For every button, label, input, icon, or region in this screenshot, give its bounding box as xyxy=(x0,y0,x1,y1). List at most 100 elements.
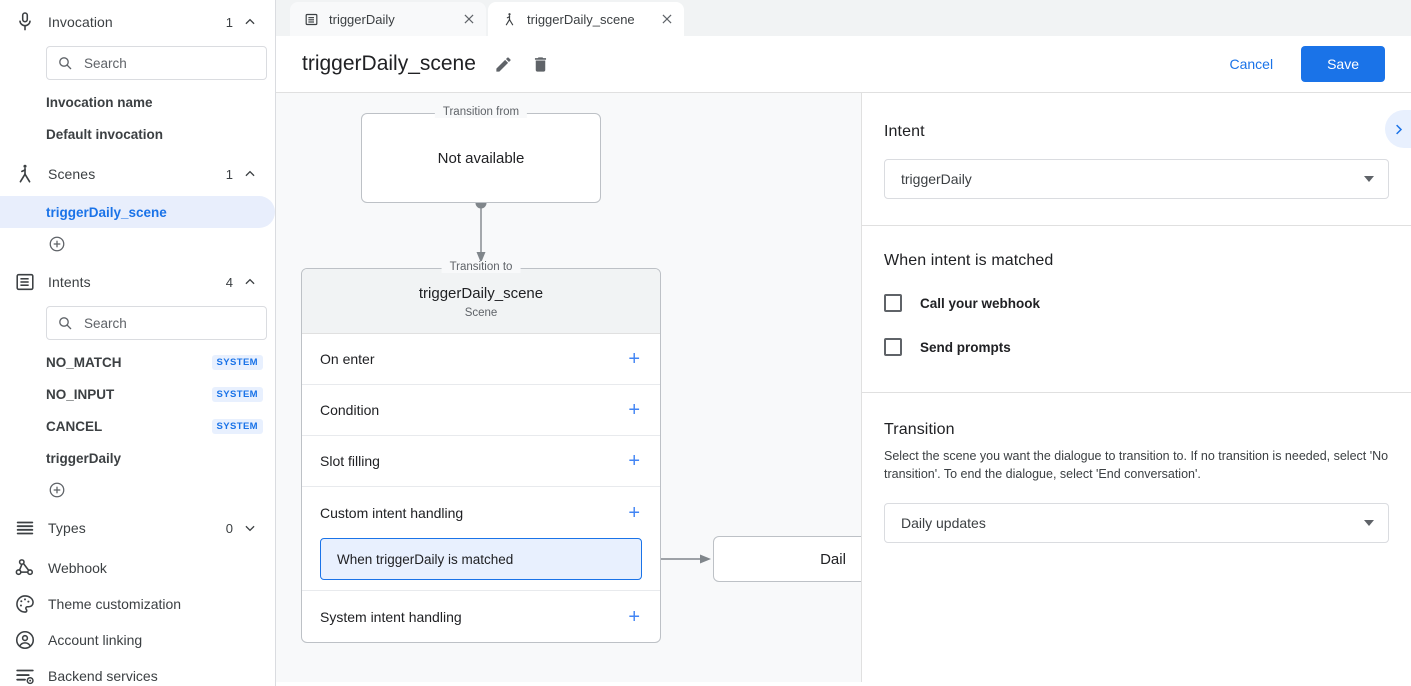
pencil-icon[interactable] xyxy=(494,55,513,74)
intent-handler-chip[interactable]: When triggerDaily is matched xyxy=(320,538,642,580)
transition-target-value: Dail xyxy=(820,550,846,568)
sidebar-item-invocation-name[interactable]: Invocation name xyxy=(0,86,275,118)
search-icon xyxy=(59,317,72,330)
transition-select[interactable]: Daily updates xyxy=(884,503,1389,544)
search-placeholder: Search xyxy=(84,315,127,331)
scene-row-system-intent-handling[interactable]: System intent handling + xyxy=(302,591,660,642)
sidebar-item-no-match[interactable]: NO_MATCH SYSTEM xyxy=(0,346,275,378)
tab-triggerdaily[interactable]: triggerDaily xyxy=(290,2,486,36)
scene-graph-canvas[interactable]: Transition from Not available Transition… xyxy=(276,93,862,682)
panel-expand-button[interactable] xyxy=(1385,110,1411,148)
scene-node[interactable]: Transition to triggerDaily_scene Scene O… xyxy=(301,261,661,643)
scene-row-label: Condition xyxy=(320,402,380,418)
sidebar-item-no-input[interactable]: NO_INPUT SYSTEM xyxy=(0,378,275,410)
page-title: triggerDaily_scene xyxy=(302,52,476,75)
scene-row-on-enter[interactable]: On enter + xyxy=(302,334,660,385)
chevron-up-icon[interactable] xyxy=(243,167,257,181)
scene-row-custom-intent-handling[interactable]: Custom intent handling + xyxy=(302,487,660,538)
transition-description: Select the scene you want the dialogue t… xyxy=(884,449,1389,482)
add-intent-button[interactable] xyxy=(0,474,275,506)
checkbox-call-your-webhook[interactable]: Call your webhook xyxy=(884,288,1389,318)
arrow-head xyxy=(700,554,711,564)
add-icon[interactable]: + xyxy=(628,399,640,421)
transition-section: Transition Select the scene you want the… xyxy=(862,393,1411,569)
sidebar-item-default-invocation[interactable]: Default invocation xyxy=(0,118,275,150)
sidebar-item-label: Invocation name xyxy=(46,94,153,110)
scene-row-slot-filling[interactable]: Slot filling + xyxy=(302,436,660,487)
dropdown-caret-icon xyxy=(1364,176,1374,182)
chevron-down-icon[interactable] xyxy=(243,521,257,535)
sidebar-item-cancel[interactable]: CANCEL SYSTEM xyxy=(0,410,275,442)
add-scene-button[interactable] xyxy=(0,228,275,260)
scene-icon xyxy=(502,12,517,27)
scene-row-condition[interactable]: Condition + xyxy=(302,385,660,436)
chevron-right-icon xyxy=(1395,124,1402,134)
transition-from-node[interactable]: Transition from Not available xyxy=(361,106,601,203)
sidebar-group-label: Types xyxy=(48,520,86,536)
sidebar-item-webhook[interactable]: Webhook xyxy=(0,550,275,586)
status-badge: SYSTEM xyxy=(211,386,263,402)
close-icon[interactable] xyxy=(660,12,674,26)
plus-circle-icon xyxy=(49,482,65,498)
scene-row-label: System intent handling xyxy=(320,608,462,625)
node-legend: Transition from xyxy=(434,106,528,118)
section-title-when-matched: When intent is matched xyxy=(884,252,1054,269)
node-legend: Transition to xyxy=(441,261,521,273)
sidebar-group-label: Intents xyxy=(48,274,91,290)
add-icon[interactable]: + xyxy=(628,501,640,524)
sidebar-item-label: Backend services xyxy=(48,668,158,684)
sidebar-item-account-linking[interactable]: Account linking xyxy=(0,622,275,658)
sidebar-group-invocation[interactable]: Invocation 1 xyxy=(0,0,275,44)
chevron-up-icon[interactable] xyxy=(243,15,257,29)
save-button[interactable]: Save xyxy=(1301,46,1385,82)
properties-panel: Intent triggerDaily When intent is match… xyxy=(862,93,1411,682)
add-icon[interactable]: + xyxy=(628,605,640,628)
intent-handler-label: When triggerDaily is matched xyxy=(337,551,514,567)
scene-row-label: On enter xyxy=(320,351,375,367)
transition-from-value: Not available xyxy=(437,149,525,167)
main-area: triggerDaily triggerDaily_scene triggerD… xyxy=(276,0,1411,686)
sidebar-item-triggerdaily-scene[interactable]: triggerDaily_scene xyxy=(0,196,275,228)
intents-icon xyxy=(304,12,319,27)
add-icon[interactable]: + xyxy=(628,348,640,370)
sidebar-item-label: triggerDaily_scene xyxy=(46,204,167,220)
checkbox-send-prompts[interactable]: Send prompts xyxy=(884,332,1389,362)
scene-icon xyxy=(14,163,36,185)
tab-triggerdaily-scene[interactable]: triggerDaily_scene xyxy=(488,2,684,36)
backend-services-icon xyxy=(14,665,36,686)
tab-label: triggerDaily xyxy=(329,11,395,27)
intent-select[interactable]: triggerDaily xyxy=(884,159,1389,199)
cancel-button[interactable]: Cancel xyxy=(1217,48,1285,80)
intent-select-value: triggerDaily xyxy=(901,171,972,187)
sidebar-item-backend-services[interactable]: Backend services xyxy=(0,658,275,686)
transition-target-node[interactable]: Tr Dail xyxy=(713,536,861,582)
search-input-intents[interactable]: Search xyxy=(46,306,267,340)
sidebar-group-label: Invocation xyxy=(48,14,113,30)
trash-icon[interactable] xyxy=(531,55,550,74)
checkbox-box[interactable] xyxy=(884,338,902,356)
add-icon[interactable]: + xyxy=(628,450,640,472)
sidebar-item-label: Theme customization xyxy=(48,596,182,612)
chevron-up-icon[interactable] xyxy=(243,275,257,289)
search-placeholder: Search xyxy=(84,55,127,71)
sidebar-item-triggerdaily[interactable]: triggerDaily xyxy=(0,442,275,474)
sidebar-group-count: 0 xyxy=(225,520,233,536)
checkbox-box[interactable] xyxy=(884,294,902,312)
sidebar-item-theme-customization[interactable]: Theme customization xyxy=(0,586,275,622)
scene-node-header: triggerDaily_scene Scene xyxy=(302,269,660,334)
sidebar-group-intents[interactable]: Intents 4 xyxy=(0,260,275,304)
sidebar-group-types[interactable]: Types 0 xyxy=(0,506,275,550)
checkbox-label: Call your webhook xyxy=(920,295,1041,311)
transition-select-value: Daily updates xyxy=(901,515,986,532)
sidebar-group-scenes[interactable]: Scenes 1 xyxy=(0,152,275,196)
when-intent-matched-section: When intent is matched Call your webhook… xyxy=(862,226,1411,393)
account-circle-icon xyxy=(14,629,36,651)
section-title-transition: Transition xyxy=(884,421,955,438)
search-icon xyxy=(59,57,72,70)
scene-node-subtitle: Scene xyxy=(464,307,498,319)
sidebar-item-label: NO_MATCH xyxy=(46,354,122,370)
webhook-icon xyxy=(14,557,36,579)
close-icon[interactable] xyxy=(462,12,476,26)
search-input-invocation[interactable]: Search xyxy=(46,46,267,80)
